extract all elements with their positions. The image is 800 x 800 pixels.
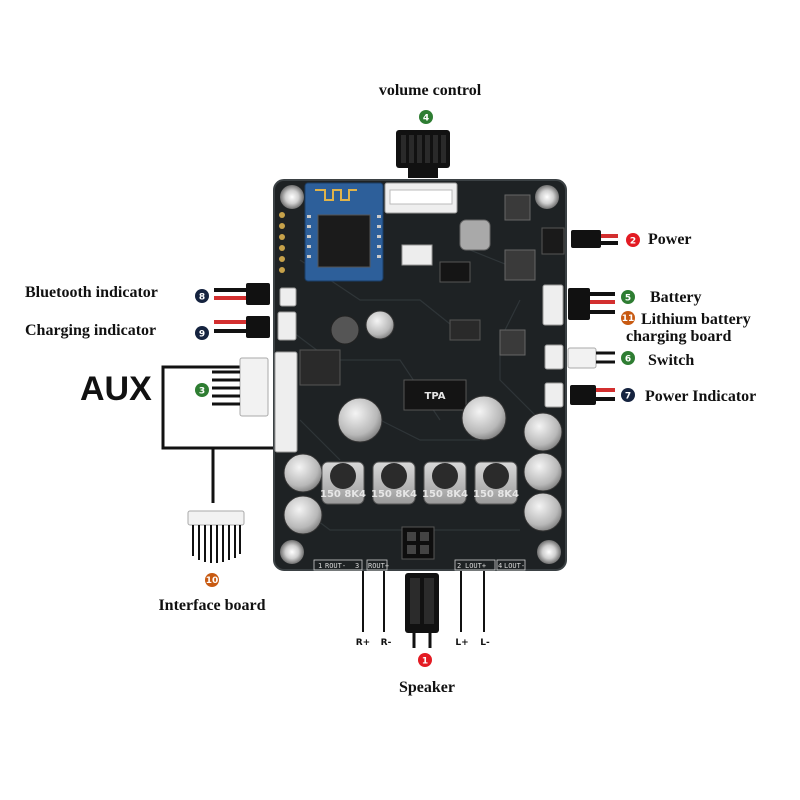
bluetooth-indicator-label: Bluetooth indicator bbox=[25, 284, 158, 301]
power-label: Power bbox=[648, 231, 692, 248]
lithium-battery-label: Lithium battery bbox=[641, 311, 751, 328]
badge-8: 8 bbox=[195, 289, 209, 303]
speaker-label: Speaker bbox=[399, 679, 455, 696]
aux-plug bbox=[212, 357, 269, 417]
power-indicator-plug bbox=[570, 385, 615, 405]
inductor-label-1: 150 8K4 bbox=[320, 489, 366, 500]
mount-hole-top-right bbox=[535, 185, 559, 209]
bluetooth-module bbox=[304, 182, 384, 282]
silk-lout-minus: LOUT- bbox=[504, 562, 525, 570]
silk-3: 3 bbox=[355, 562, 359, 570]
edge-connectors bbox=[274, 227, 565, 453]
terminal-l-plus: L+ bbox=[455, 638, 468, 648]
power-indicator-label: Power Indicator bbox=[645, 388, 756, 405]
svg-text:8: 8 bbox=[199, 293, 205, 303]
silk-1: 1 bbox=[318, 562, 322, 570]
svg-text:TPA: TPA bbox=[425, 391, 446, 402]
mount-hole-bottom-left bbox=[280, 540, 304, 564]
charging-connector-socket bbox=[277, 311, 297, 341]
badge-3: 3 bbox=[195, 383, 209, 397]
badge-4: 4 bbox=[419, 110, 433, 124]
mount-hole-top-left bbox=[280, 185, 304, 209]
battery-label: Battery bbox=[650, 289, 702, 306]
terminal-r-minus: R- bbox=[381, 638, 392, 648]
speaker-wires bbox=[362, 567, 485, 632]
badge-1: 1 bbox=[418, 653, 432, 667]
inductor-label-3: 150 8K4 bbox=[422, 489, 468, 500]
svg-text:3: 3 bbox=[199, 387, 205, 397]
silk-lout-plus: LOUT+ bbox=[465, 562, 486, 570]
badge-2: 2 bbox=[626, 233, 640, 247]
switch-label: Switch bbox=[648, 352, 694, 369]
svg-text:2: 2 bbox=[630, 237, 636, 247]
badge-7: 7 bbox=[621, 388, 635, 402]
inductors: 150 8K4 150 8K4 150 8K4 150 8K4 bbox=[320, 461, 519, 505]
inductor-label-4: 150 8K4 bbox=[473, 489, 519, 500]
battery-plug bbox=[568, 288, 615, 320]
badge-11: 11 bbox=[621, 311, 635, 325]
badge-5: 5 bbox=[621, 290, 635, 304]
ic-chips: TPA bbox=[299, 194, 536, 411]
silk-rout-minus: ROUT- bbox=[325, 562, 346, 570]
terminal-l-minus: L- bbox=[480, 638, 490, 648]
capacitors bbox=[283, 310, 563, 535]
svg-text:10: 10 bbox=[206, 576, 219, 586]
badge-10: 10 bbox=[205, 573, 219, 587]
silk-2: 2 bbox=[457, 562, 461, 570]
aux-connector-socket bbox=[274, 351, 298, 453]
power-jack-socket bbox=[541, 227, 565, 255]
interface-board-cable bbox=[187, 510, 245, 563]
volume-control-plug bbox=[396, 130, 450, 178]
pin-header-left bbox=[279, 212, 285, 273]
silk-rout-plus: ROUT+ bbox=[368, 562, 389, 570]
bluetooth-connector-socket bbox=[279, 287, 297, 307]
volume-connector bbox=[384, 182, 458, 214]
battery-connector-socket bbox=[542, 284, 564, 326]
svg-text:5: 5 bbox=[625, 294, 631, 304]
aux-label: AUX bbox=[80, 370, 152, 408]
speaker-socket bbox=[401, 526, 435, 560]
bluetooth-indicator-plug bbox=[214, 283, 270, 305]
power-plug bbox=[571, 230, 618, 248]
charging-indicator-plug bbox=[214, 316, 270, 338]
power-indicator-socket bbox=[544, 382, 564, 408]
volume-control-label: volume control bbox=[379, 82, 482, 99]
svg-text:1: 1 bbox=[422, 657, 428, 667]
mount-hole-bottom-right bbox=[537, 540, 561, 564]
charging-indicator-label: Charging indicator bbox=[25, 322, 156, 339]
interface-board-label: Interface board bbox=[158, 597, 265, 614]
aux-bracket bbox=[161, 365, 278, 503]
svg-text:7: 7 bbox=[625, 392, 631, 402]
silk-4: 4 bbox=[498, 562, 502, 570]
charging-board-label: charging board bbox=[626, 328, 731, 345]
terminal-r-plus: R+ bbox=[356, 638, 370, 648]
switch-connector-socket bbox=[544, 344, 564, 370]
svg-text:6: 6 bbox=[625, 355, 631, 365]
svg-text:4: 4 bbox=[423, 114, 429, 124]
speaker-plug bbox=[405, 573, 439, 648]
svg-text:9: 9 bbox=[199, 330, 205, 340]
silkscreen-bottom: 1 ROUT- 3 ROUT+ 2 LOUT+ 4 LOUT- bbox=[313, 559, 526, 571]
inductor-label-2: 150 8K4 bbox=[371, 489, 417, 500]
svg-text:11: 11 bbox=[622, 314, 635, 324]
badge-6: 6 bbox=[621, 351, 635, 365]
badge-9: 9 bbox=[195, 326, 209, 340]
switch-plug bbox=[567, 347, 615, 369]
